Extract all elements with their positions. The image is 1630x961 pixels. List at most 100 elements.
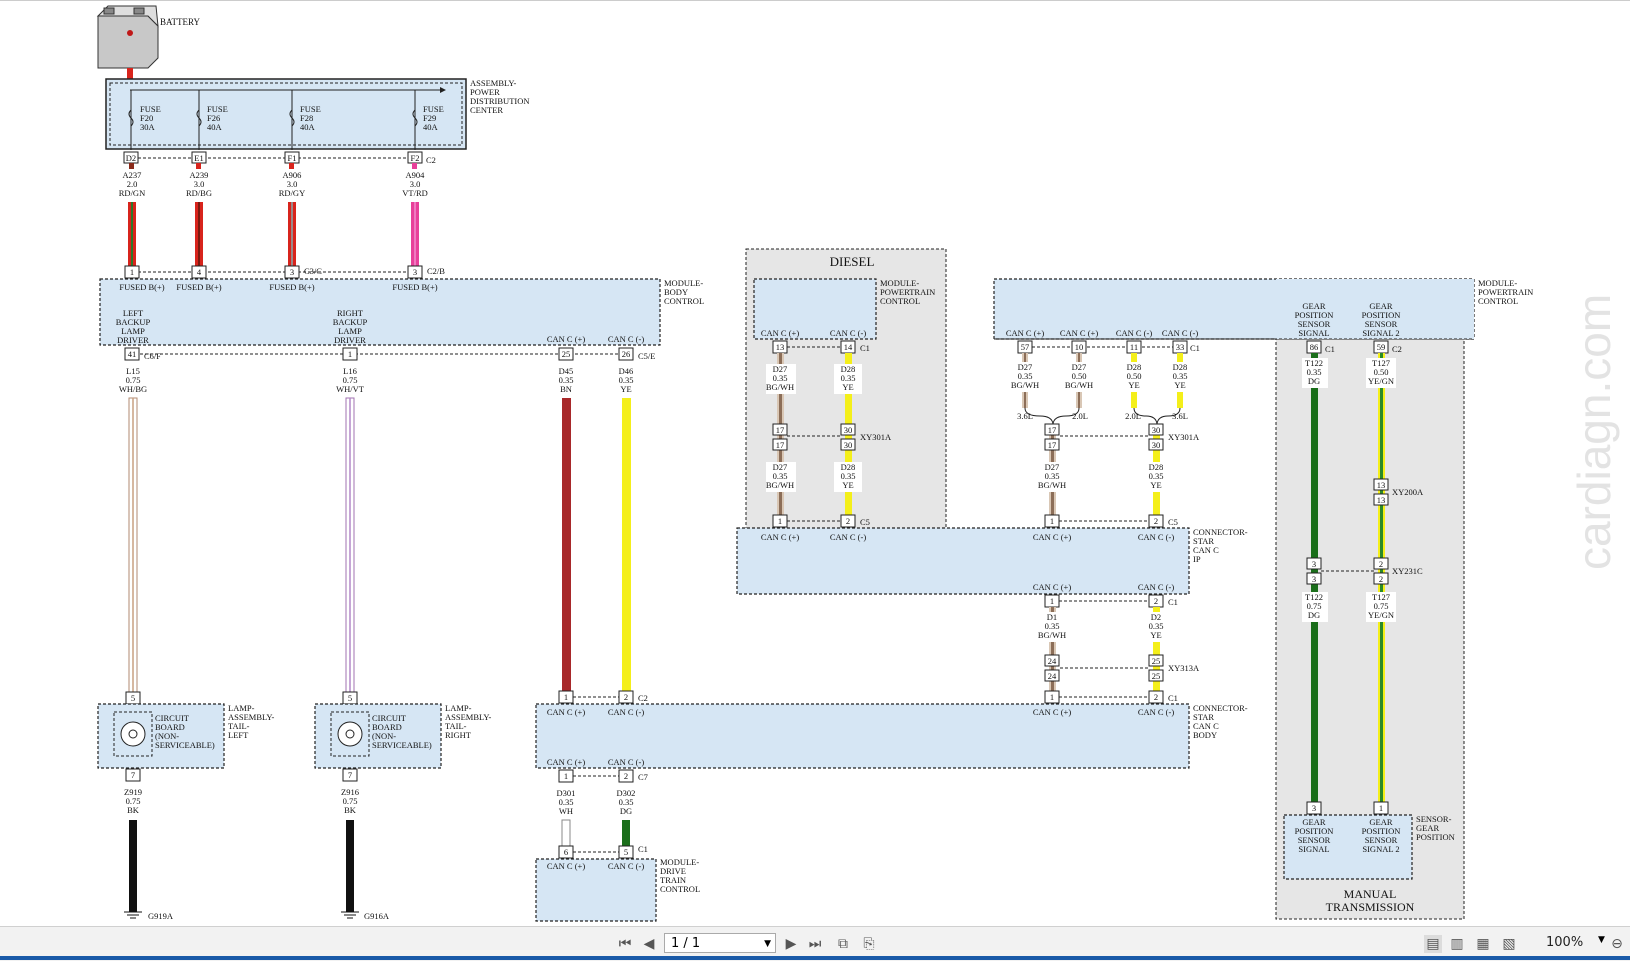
svg-text:C7: C7 [638,772,648,782]
svg-text:BODY: BODY [664,287,688,297]
svg-text:POSITION: POSITION [1416,832,1455,842]
zoom-out-icon[interactable]: ⊖ [1611,936,1623,952]
svg-text:YE: YE [842,480,853,490]
svg-text:CAN C (+): CAN C (+) [547,707,585,717]
two-page-continuous-icon[interactable]: ▧ [1502,936,1516,952]
right-backup-driver-label: RIGHT BACKUP LAMP DRIVER [333,308,368,345]
battery-icon [96,5,159,69]
svg-text:3: 3 [1312,803,1316,813]
svg-text:0.35: 0.35 [1149,471,1164,481]
svg-text:L16: L16 [343,366,357,376]
single-page-icon[interactable]: ▤ [1424,935,1442,953]
svg-text:WH/BG: WH/BG [119,384,147,394]
chevron-down-icon[interactable]: ▼ [764,939,771,949]
svg-text:CAN C (+): CAN C (+) [547,861,585,871]
zoom-level[interactable]: 100% [1546,935,1584,950]
svg-text:0.50: 0.50 [1072,371,1087,381]
svg-text:POWERTRAIN: POWERTRAIN [1478,287,1533,297]
svg-text:FUSED B(+): FUSED B(+) [269,282,314,292]
svg-text:D2: D2 [1151,612,1161,622]
svg-text:D27: D27 [773,364,788,374]
svg-text:SENSOR: SENSOR [1298,319,1331,329]
svg-text:40A: 40A [207,122,223,132]
svg-text:CAN C (+): CAN C (+) [1033,582,1071,592]
svg-text:CONTROL: CONTROL [664,296,704,306]
svg-text:17: 17 [776,425,785,435]
svg-text:XY301A: XY301A [1168,432,1200,442]
svg-text:5: 5 [348,693,352,703]
view-mode-icon[interactable]: ⧉ [838,936,848,952]
fuse-f20: FUSE F20 30A [128,90,161,150]
svg-text:ASSEMBLY-: ASSEMBLY- [470,78,517,88]
svg-text:BG/WH: BG/WH [1065,380,1093,390]
svg-text:YE: YE [1150,480,1161,490]
feed-wire-labels: A237 2.0 RD/GN A239 3.0 RD/BG A906 3.0 R… [119,170,428,198]
fuse-f29: FUSE F29 40A [412,90,444,150]
svg-text:F26: F26 [207,113,220,123]
svg-text:D27: D27 [773,462,788,472]
previous-page-icon[interactable]: ◀ [643,936,655,952]
svg-text:3.0: 3.0 [194,179,205,189]
zoom-dropdown-icon[interactable]: ▼ [1598,935,1605,945]
svg-text:0.35: 0.35 [619,797,634,807]
diesel-title: DIESEL [830,254,875,269]
svg-text:C1: C1 [1168,597,1178,607]
svg-text:25: 25 [1152,671,1161,681]
svg-text:D28: D28 [1149,462,1164,472]
bcm-wires [128,397,631,693]
svg-text:GEAR: GEAR [1416,823,1439,833]
page-number-field[interactable]: 1 / 1 ▼ [664,933,776,953]
svg-text:L15: L15 [126,366,140,376]
svg-text:CIRCUIT: CIRCUIT [372,713,407,723]
svg-text:86: 86 [1310,342,1319,352]
svg-text:CAN C: CAN C [1193,545,1219,555]
two-page-icon[interactable]: ▦ [1476,936,1490,952]
next-page-icon[interactable]: ▶ [785,936,797,952]
continuous-page-icon[interactable]: ▥ [1450,936,1464,952]
svg-text:POSITION: POSITION [1295,310,1334,320]
svg-text:CAN C (+): CAN C (+) [1006,328,1044,338]
svg-text:CAN C (+): CAN C (+) [1033,532,1071,542]
svg-text:1: 1 [564,771,568,781]
svg-text:CAN C (+): CAN C (+) [1033,707,1071,717]
svg-text:DG: DG [1308,610,1320,620]
ground-icon-left [124,911,142,919]
svg-text:RD/GY: RD/GY [279,188,305,198]
bcm-conn-c2b: C2/B [427,266,445,276]
svg-text:YE: YE [1174,380,1185,390]
svg-text:ASSEMBLY-: ASSEMBLY- [445,712,492,722]
svg-text:D301: D301 [557,788,576,798]
taskbar-edge [0,956,1630,960]
svg-text:0.35: 0.35 [619,375,634,385]
last-page-icon[interactable]: ⏭ [808,936,822,952]
svg-text:1: 1 [1050,516,1054,526]
svg-text:XY313A: XY313A [1168,663,1200,673]
svg-text:BODY: BODY [1193,730,1217,740]
svg-text:24: 24 [1048,671,1057,681]
svg-text:A906: A906 [283,170,302,180]
svg-text:YE/GN: YE/GN [1368,610,1394,620]
svg-text:2: 2 [846,516,850,526]
diesel-pcm [753,278,877,340]
page-indicator: 1 / 1 [671,936,701,951]
svg-text:POWERTRAIN: POWERTRAIN [880,287,935,297]
svg-text:14: 14 [844,342,853,352]
svg-text:7: 7 [348,770,352,780]
svg-text:BACKUP: BACKUP [116,317,151,327]
svg-text:3.6L: 3.6L [1172,411,1188,421]
pin-d2: D2 [126,153,136,163]
rotate-page-icon[interactable]: ⎘ [863,936,875,952]
svg-text:F28: F28 [300,113,313,123]
svg-text:C1: C1 [1190,343,1200,353]
first-page-icon[interactable]: ⏮ [618,936,632,952]
svg-text:0.75: 0.75 [1374,601,1389,611]
svg-text:CONTROL: CONTROL [660,884,700,894]
svg-text:FUSED B(+): FUSED B(+) [119,282,164,292]
svg-text:FUSE: FUSE [140,104,161,114]
lamp-tail-right [314,703,442,769]
svg-text:30: 30 [844,440,853,450]
svg-text:C5/E: C5/E [638,351,655,361]
svg-text:5: 5 [624,847,628,857]
svg-text:XY301A: XY301A [860,432,892,442]
svg-text:3: 3 [1312,559,1316,569]
